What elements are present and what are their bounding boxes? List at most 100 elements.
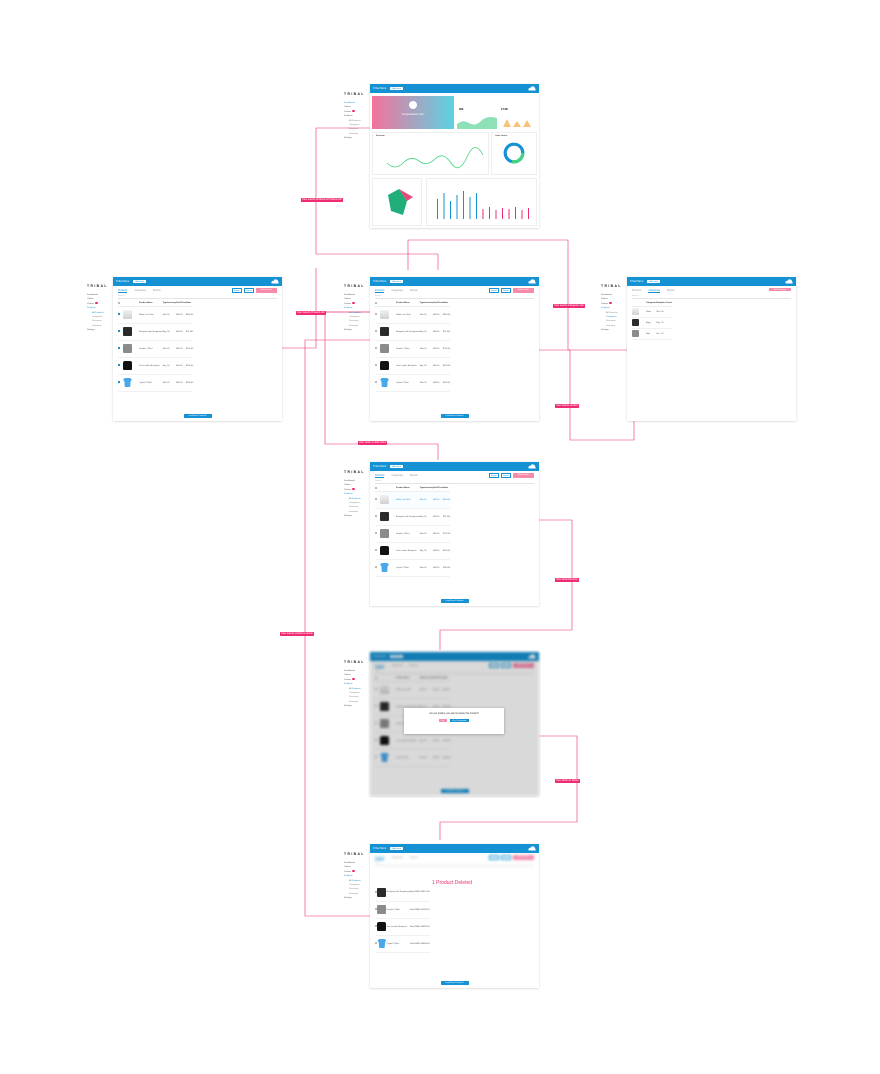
tab-categories[interactable]: Categories xyxy=(391,474,403,477)
nav-all-products[interactable]: All Products xyxy=(349,879,361,882)
search-input[interactable]: Search xyxy=(632,295,791,299)
nav-settings[interactable]: Settings xyxy=(344,897,352,900)
tab-categories[interactable]: Categories xyxy=(391,664,403,667)
nav-all-products[interactable]: All Products xyxy=(349,497,361,500)
add-item-button[interactable]: Add Item xyxy=(390,654,404,659)
export-button[interactable]: Export xyxy=(500,473,512,479)
tab-brands[interactable]: Brands xyxy=(153,289,161,292)
nav-all-products[interactable]: All Products xyxy=(349,311,361,314)
search-input[interactable]: Search xyxy=(375,295,534,299)
nav-orders[interactable]: Orders xyxy=(344,674,351,677)
nav-dashboard[interactable]: Dashboard xyxy=(344,862,355,864)
nav-dashboard[interactable]: Dashboard xyxy=(344,480,355,482)
load-more-button[interactable]: Load More Products xyxy=(440,981,469,985)
add-product-button[interactable]: Add Product xyxy=(512,663,534,669)
nav-settings[interactable]: Settings xyxy=(87,329,95,332)
nav-visitors[interactable]: Visitors xyxy=(601,302,627,306)
nav-visitors[interactable]: Visitors xyxy=(344,302,370,306)
nav-inventory[interactable]: Inventory xyxy=(92,324,101,327)
nav-inventory[interactable]: Inventory xyxy=(349,892,358,895)
tab-products[interactable]: Products xyxy=(375,856,385,860)
nav-all-products[interactable]: All Products xyxy=(349,687,361,690)
add-product-button[interactable]: Add Product xyxy=(512,288,534,294)
nav-orders[interactable]: Orders xyxy=(344,298,351,301)
nav-categories[interactable]: Categories xyxy=(349,884,360,887)
export-button[interactable]: Export xyxy=(243,288,255,294)
nav-orders[interactable]: Orders xyxy=(87,298,94,301)
nav-visitors[interactable]: Visitors xyxy=(344,870,370,874)
nav-inventory[interactable]: Inventory xyxy=(349,700,358,703)
add-item-button[interactable]: Add Item xyxy=(647,279,661,284)
nav-discounts[interactable]: Discounts xyxy=(349,696,359,699)
import-button[interactable]: Import xyxy=(488,288,500,294)
row-checkbox[interactable] xyxy=(375,924,378,928)
import-button[interactable]: Import xyxy=(488,663,500,669)
select-all-checkbox[interactable] xyxy=(118,301,121,304)
nav-inventory[interactable]: Inventory xyxy=(606,324,615,327)
import-button[interactable]: Import xyxy=(488,855,500,861)
nav-categories[interactable]: Categories xyxy=(349,316,360,319)
row-checkbox[interactable] xyxy=(375,312,378,316)
nav-settings[interactable]: Settings xyxy=(344,515,352,518)
nav-settings[interactable]: Settings xyxy=(344,705,352,708)
add-item-button[interactable]: Add Item xyxy=(390,279,404,284)
nav-products[interactable]: Products xyxy=(344,115,353,118)
nav-inventory[interactable]: Inventory xyxy=(349,132,358,135)
row-checkbox[interactable] xyxy=(375,565,378,569)
row-checkbox[interactable] xyxy=(375,514,378,518)
nav-products[interactable]: Products xyxy=(601,307,610,310)
nav-all-products[interactable]: All Products xyxy=(349,119,361,122)
nav-dashboard[interactable]: Dashboard xyxy=(344,294,355,296)
row-checkbox[interactable] xyxy=(375,531,378,535)
nav-inventory[interactable]: Inventory xyxy=(349,324,358,327)
select-all-checkbox[interactable] xyxy=(375,486,378,489)
nav-discounts[interactable]: Discounts xyxy=(349,128,359,131)
nav-inventory[interactable]: Inventory xyxy=(349,510,358,513)
row-checkbox[interactable] xyxy=(375,329,378,333)
row-checkbox[interactable] xyxy=(375,497,378,501)
nav-visitors[interactable]: Visitors xyxy=(344,110,370,114)
row-checkbox[interactable] xyxy=(375,738,378,742)
row-checkbox[interactable] xyxy=(118,380,121,384)
nav-visitors[interactable]: Visitors xyxy=(87,302,113,306)
nav-categories[interactable]: Categories xyxy=(606,316,617,319)
export-button[interactable]: Export xyxy=(500,855,512,861)
export-button[interactable]: Export xyxy=(500,663,512,669)
load-more-button[interactable]: Load More Products xyxy=(440,789,469,793)
load-more-button[interactable]: Load More Products xyxy=(440,414,469,418)
nav-orders[interactable]: Orders xyxy=(344,106,351,109)
nav-orders[interactable]: Orders xyxy=(601,298,608,301)
cancel-button[interactable]: No xyxy=(439,719,447,723)
row-checkbox[interactable] xyxy=(118,312,121,316)
nav-categories[interactable]: Categories xyxy=(92,316,103,319)
add-product-button[interactable]: Add Product xyxy=(512,855,534,861)
tab-products[interactable]: Products xyxy=(375,664,385,668)
row-checkbox[interactable] xyxy=(375,380,378,384)
row-checkbox[interactable] xyxy=(375,721,378,725)
row-checkbox[interactable] xyxy=(375,907,378,911)
nav-dashboard[interactable]: Dashboard xyxy=(87,294,98,296)
nav-orders[interactable]: Orders xyxy=(344,866,351,869)
import-button[interactable]: Import xyxy=(488,473,500,479)
row-checkbox[interactable] xyxy=(375,363,378,367)
tab-products[interactable]: Products xyxy=(375,474,385,478)
search-input[interactable]: Search xyxy=(375,670,534,674)
row-checkbox[interactable] xyxy=(375,687,378,691)
load-more-button[interactable]: Load More Products xyxy=(440,599,469,603)
add-product-button[interactable]: Add Product xyxy=(512,473,534,479)
